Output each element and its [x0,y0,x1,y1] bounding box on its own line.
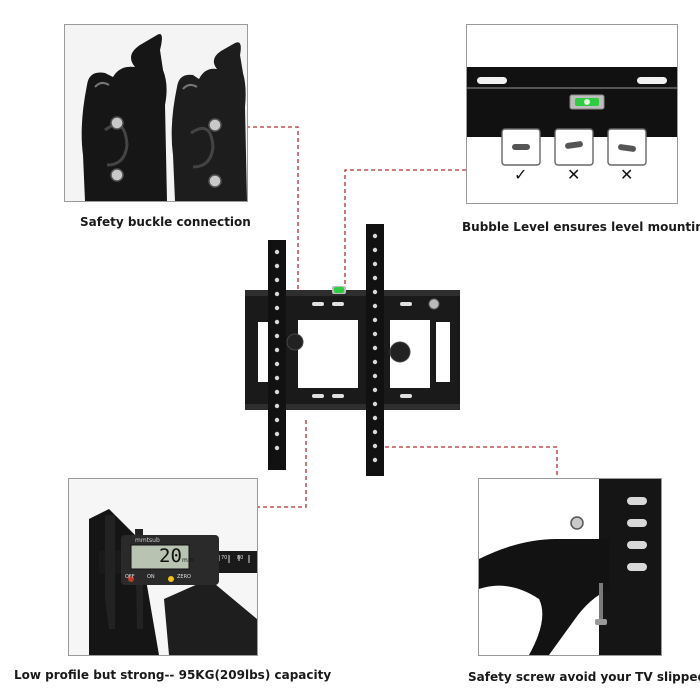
caliper-scale-70: 70 [221,555,228,561]
caliper-brand: mmtsub [135,537,160,544]
buckle-panel [64,24,248,202]
caliper-panel: mmtsub 20 mm OFF ON ZERO 70 80 [68,478,258,656]
cross-mark-icon: ✕ [567,165,581,184]
caliper-scale-80: 80 [237,555,244,561]
caption-bubble-level: Bubble Level ensures level mounting [462,220,700,234]
caliper-reading: 20 [159,545,182,567]
level-options [501,128,647,166]
caliper-zero-button: ZERO [177,574,191,580]
caliper-illustration [69,479,257,655]
bubble-level-illustration [467,25,677,203]
caption-capacity: Low profile but strong-- 95KG(209lbs) ca… [14,668,332,682]
caliper-on-button: ON [147,574,155,580]
buckle-illustration [65,25,247,201]
connector-level [344,169,466,290]
connector-screw [385,446,558,478]
bubble-level-panel: ✓ ✕ ✕ [466,24,678,204]
safety-screw-panel [478,478,662,656]
check-mark-icon: ✓ [514,165,528,184]
connector-buckle [246,126,299,298]
cross-mark-icon: ✕ [620,165,634,184]
tv-mount-bracket [245,224,460,476]
caliper-off-button: OFF [125,574,135,580]
caption-safety-screw: Safety screw avoid your TV slipped [468,670,700,684]
caliper-unit: mm [182,557,194,564]
safety-screw-illustration [479,479,661,655]
connector-caliper [256,420,307,508]
caption-buckle: Safety buckle connection [80,215,251,229]
